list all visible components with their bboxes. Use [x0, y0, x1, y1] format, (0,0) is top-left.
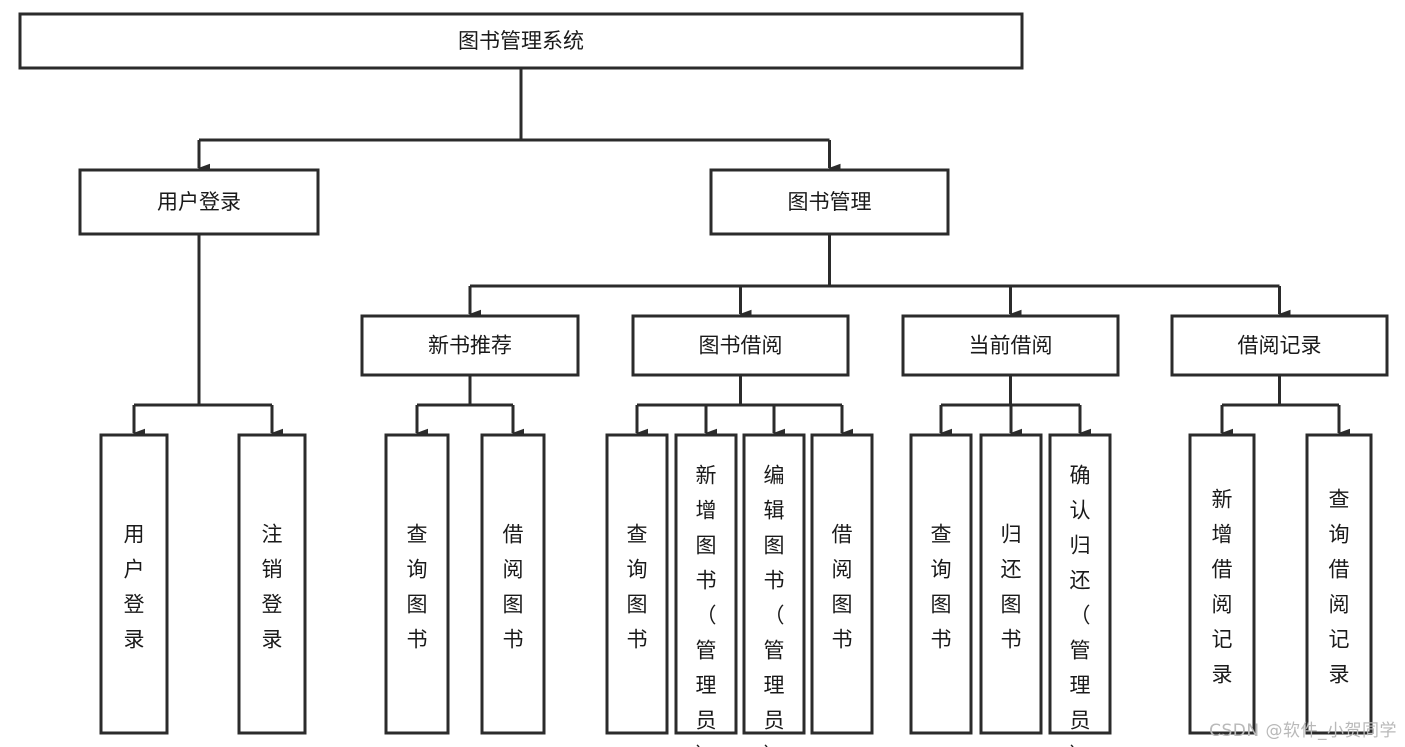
node-label-leaf-confirm-return-admin: 确认归还（管理员） [1070, 463, 1091, 747]
node-label-leaf-query-book-current: 查询图书 [931, 522, 952, 651]
connector-group-user-login [132, 234, 283, 438]
node-label-leaf-query-book-recommend: 查询图书 [407, 522, 428, 651]
node-label-borrow-record: 借阅记录 [1238, 334, 1322, 358]
node-box-leaf-query-book-current[interactable] [909, 433, 973, 735]
connector-group-current-borrow [939, 375, 1091, 438]
node-label-leaf-borrow-book-borrow: 借阅图书 [832, 522, 853, 651]
node-label-leaf-logout: 注销登录 [262, 522, 283, 651]
node-box-leaf-logout[interactable] [237, 433, 307, 735]
node-box-leaf-query-book-recommend[interactable] [384, 433, 450, 735]
node-label-book-manage: 图书管理 [788, 190, 872, 214]
node-leaf-logout[interactable]: 注销登录 [237, 433, 307, 735]
node-leaf-query-borrow-record[interactable]: 查询借阅记录 [1305, 433, 1373, 735]
node-label-leaf-add-book-admin: 新增图书（管理员） [696, 463, 717, 747]
node-leaf-query-book-borrow[interactable]: 查询图书 [605, 433, 669, 735]
node-borrow-record[interactable]: 借阅记录 [1170, 314, 1389, 377]
node-label-leaf-borrow-book-recommend: 借阅图书 [503, 522, 524, 651]
node-leaf-add-book-admin[interactable]: 新增图书（管理员） [674, 433, 738, 747]
node-box-current-borrow[interactable] [901, 314, 1120, 377]
node-root[interactable]: 图书管理系统 [18, 12, 1024, 70]
node-leaf-query-book-recommend[interactable]: 查询图书 [384, 433, 450, 735]
connector-group-book-borrow [635, 375, 853, 438]
connector-group-borrow-record [1220, 375, 1350, 438]
connector-group-book-manage [468, 234, 1291, 319]
node-label-root: 图书管理系统 [458, 29, 584, 53]
node-box-leaf-confirm-return-admin[interactable] [1048, 433, 1112, 735]
node-box-leaf-query-borrow-record[interactable] [1305, 433, 1373, 735]
node-leaf-borrow-book-recommend[interactable]: 借阅图书 [480, 433, 546, 735]
node-leaf-confirm-return-admin[interactable]: 确认归还（管理员） [1048, 433, 1112, 747]
node-leaf-borrow-book-borrow[interactable]: 借阅图书 [810, 433, 874, 735]
node-book-borrow[interactable]: 图书借阅 [631, 314, 850, 377]
node-box-leaf-borrow-book-borrow[interactable] [810, 433, 874, 735]
node-box-user-login[interactable] [78, 168, 320, 236]
node-user-login[interactable]: 用户登录 [78, 168, 320, 236]
node-label-leaf-add-borrow-record: 新增借阅记录 [1212, 487, 1233, 686]
node-box-leaf-borrow-book-recommend[interactable] [480, 433, 546, 735]
node-box-book-manage[interactable] [709, 168, 950, 236]
node-label-leaf-user-login: 用户登录 [124, 522, 145, 651]
node-leaf-user-login[interactable]: 用户登录 [99, 433, 169, 735]
node-box-leaf-user-login[interactable] [99, 433, 169, 735]
node-label-leaf-edit-book-admin: 编辑图书（管理员） [764, 463, 785, 747]
node-leaf-add-borrow-record[interactable]: 新增借阅记录 [1188, 433, 1256, 735]
csdn-watermark: CSDN @软件_小贺同学 [1209, 721, 1397, 741]
node-box-root[interactable] [18, 12, 1024, 70]
node-box-borrow-record[interactable] [1170, 314, 1389, 377]
node-leaf-return-book[interactable]: 归还图书 [979, 433, 1043, 735]
node-label-book-borrow: 图书借阅 [699, 334, 783, 358]
node-label-leaf-return-book: 归还图书 [1001, 522, 1022, 651]
node-label-new-book-recommend: 新书推荐 [428, 334, 512, 358]
node-label-leaf-query-book-borrow: 查询图书 [627, 522, 648, 651]
connector-lines [132, 68, 1350, 438]
node-label-leaf-query-borrow-record: 查询借阅记录 [1329, 487, 1350, 686]
node-label-current-borrow: 当前借阅 [969, 334, 1053, 358]
node-box-leaf-edit-book-admin[interactable] [742, 433, 806, 735]
node-box-leaf-query-book-borrow[interactable] [605, 433, 669, 735]
node-label-user-login: 用户登录 [157, 190, 241, 214]
connector-group-root [197, 68, 841, 173]
node-book-manage[interactable]: 图书管理 [709, 168, 950, 236]
node-boxes: 图书管理系统用户登录图书管理新书推荐图书借阅当前借阅借阅记录用户登录注销登录查询… [18, 12, 1389, 747]
connector-group-new-book-recommend [415, 375, 524, 438]
node-box-book-borrow[interactable] [631, 314, 850, 377]
node-current-borrow[interactable]: 当前借阅 [901, 314, 1120, 377]
node-leaf-query-book-current[interactable]: 查询图书 [909, 433, 973, 735]
node-box-new-book-recommend[interactable] [360, 314, 580, 377]
node-box-leaf-add-borrow-record[interactable] [1188, 433, 1256, 735]
node-new-book-recommend[interactable]: 新书推荐 [360, 314, 580, 377]
node-leaf-edit-book-admin[interactable]: 编辑图书（管理员） [742, 433, 806, 747]
node-box-leaf-add-book-admin[interactable] [674, 433, 738, 735]
node-box-leaf-return-book[interactable] [979, 433, 1043, 735]
